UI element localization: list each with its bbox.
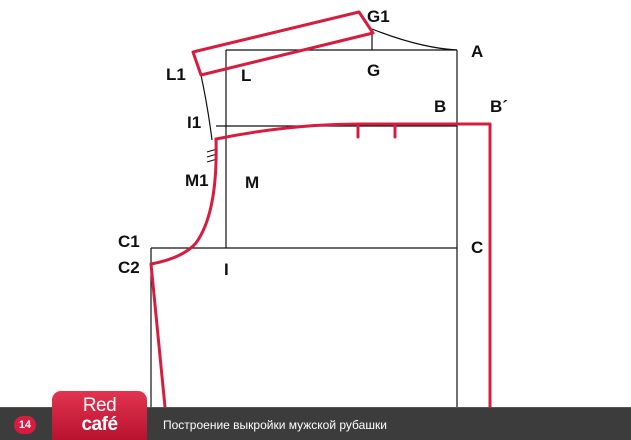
construction-lines xyxy=(150,28,458,407)
label-l1: L1 xyxy=(166,65,186,84)
page-number-badge: 14 xyxy=(14,416,36,434)
back-yoke-seam xyxy=(214,122,492,409)
neckline-curve xyxy=(371,28,458,51)
label-c1: C1 xyxy=(118,232,140,251)
label-c: C xyxy=(471,238,483,257)
armhole-construction-curve xyxy=(200,74,213,141)
label-c2: C2 xyxy=(118,258,140,277)
label-l: L xyxy=(241,66,251,85)
pattern-lines xyxy=(149,10,492,409)
logo-text-cafe: café xyxy=(81,414,118,435)
point-labels: G1 A L1 L G I1 B B´ M1 M C1 C2 I C xyxy=(118,7,508,279)
label-b: B xyxy=(434,97,446,116)
label-g: G xyxy=(367,61,380,80)
label-b-prime: B´ xyxy=(490,97,508,116)
back-armhole-curve xyxy=(149,137,218,409)
label-m1: M1 xyxy=(185,171,209,190)
label-g1: G1 xyxy=(367,7,390,26)
yoke-piece-outline xyxy=(191,10,375,77)
footer-caption: Построение выкройки мужской рубашки xyxy=(163,418,387,432)
label-i: I xyxy=(224,260,229,279)
redcafe-logo[interactable]: Red café xyxy=(52,391,147,440)
label-a: A xyxy=(471,42,483,61)
logo-text-red: Red xyxy=(82,395,117,416)
label-m: M xyxy=(245,173,259,192)
label-i1: I1 xyxy=(187,113,201,132)
